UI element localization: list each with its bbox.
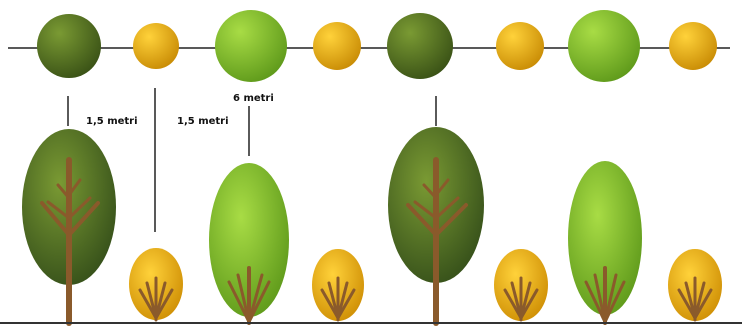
elevation-shrub-4: [668, 249, 722, 321]
plan-view: [8, 10, 730, 82]
elevation-light-tree-1: [209, 163, 289, 323]
plan-dark-tree-1: [37, 14, 101, 78]
spacing-label-mid: 1,5 metri: [177, 116, 229, 127]
plan-shrub-1: [133, 23, 179, 69]
spacing-label-left: 1,5 metri: [86, 116, 138, 127]
elevation-dark-tree-2: [388, 127, 484, 323]
elevation-dark-tree-1: [22, 129, 116, 323]
plan-shrub-4: [669, 22, 717, 70]
elevation-shrub-1: [129, 248, 183, 320]
plan-shrub-3: [496, 22, 544, 70]
elevation-light-tree-2: [568, 161, 642, 323]
spacing-label-top: 6 metri: [233, 93, 274, 104]
elevation-shrub-3: [494, 249, 548, 321]
plan-shrub-2: [313, 22, 361, 70]
plan-dark-tree-2: [387, 13, 453, 79]
elevation-view: [0, 127, 742, 323]
plan-light-tree-1: [215, 10, 287, 82]
plan-light-tree-2: [568, 10, 640, 82]
elevation-shrub-2: [312, 249, 364, 321]
